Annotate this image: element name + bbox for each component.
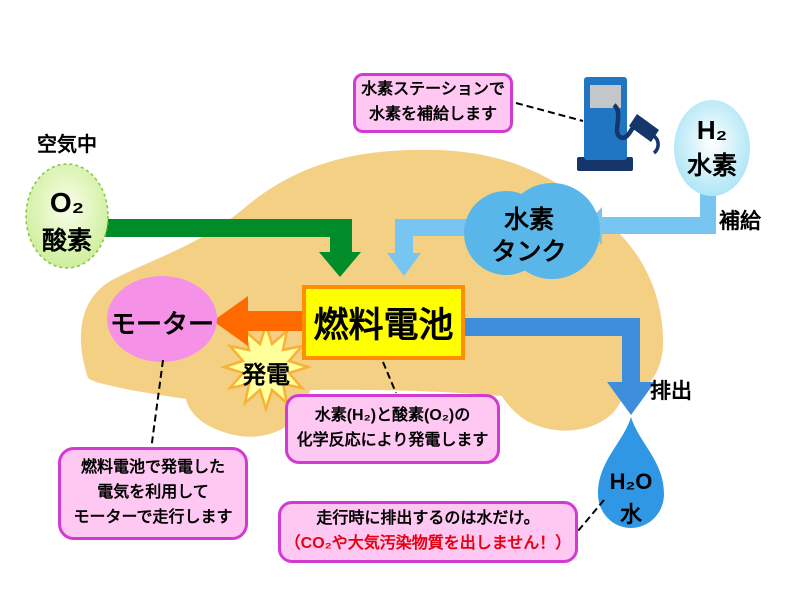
hydrogen-tank-cloud — [464, 183, 600, 279]
motor-drive-callout: 燃料電池で発電した 電気を利用して モーターで走行します — [58, 447, 248, 540]
electricity-arrow — [213, 296, 303, 346]
supply-label: 補給 — [719, 210, 761, 233]
emission-label: 排出 — [650, 380, 692, 403]
oxygen-intake-arrow — [103, 219, 361, 277]
water-formula: H₂O — [609, 469, 653, 494]
generation-label: 発電 — [242, 362, 290, 389]
motor-drive-callout-line2: 電気を利用して — [97, 484, 209, 502]
oxygen-name: 酸素 — [41, 227, 92, 255]
tank-label-line2: タンク — [491, 238, 567, 266]
connector-drop-to-callout — [577, 499, 605, 532]
fuel-cell-box: 燃料電池 — [302, 285, 465, 360]
motor-ellipse — [107, 276, 217, 362]
connector-fuelcell-to-callout — [382, 361, 397, 394]
hydrogen-name: 水素 — [686, 152, 737, 180]
motor-drive-callout-line3: モーターで走行します — [73, 508, 233, 526]
station-callout: 水素ステーションで 水素を補給します — [353, 73, 513, 133]
fuel-cell-label: 燃料電池 — [313, 306, 454, 345]
hydrogen-supply-arrow — [585, 190, 716, 245]
emission-note-callout: 走行時に排出するのは水だけ。 （CO₂や大気汚染物質を出しません！） — [278, 501, 578, 563]
emission-note-line1: 走行時に排出するのは水だけ。 — [316, 510, 540, 528]
motor-drive-callout-line1: 燃料電池で発電した — [80, 459, 225, 477]
hydrogen-ellipse — [674, 100, 750, 196]
station-callout-line1: 水素ステーションで — [361, 81, 505, 99]
reaction-callout: 水素(H₂)と酸素(O₂)の 化学反応により発電します — [285, 394, 500, 464]
connector-station-to-pump — [515, 102, 584, 122]
water-drop — [598, 417, 664, 528]
hydrogen-formula: H₂ — [696, 115, 728, 145]
reaction-callout-line1: 水素(H₂)と酸素(O₂)の — [314, 407, 471, 425]
station-callout-line2: 水素を補給します — [368, 106, 497, 123]
exhaust-pipe-arrow — [465, 318, 655, 415]
emission-note-line2: （CO₂や大気汚染物質を出しません！） — [284, 535, 572, 552]
tank-to-fuelcell-arrow — [387, 219, 475, 276]
air-label: 空気中 — [37, 134, 97, 156]
reaction-callout-line2: 化学反応により発電します — [296, 432, 489, 449]
oxygen-formula: O₂ — [49, 187, 85, 218]
oxygen-ellipse — [25, 163, 109, 269]
water-name: 水 — [619, 502, 642, 527]
tank-label-line1: 水素 — [503, 206, 554, 234]
motor-label: モーター — [109, 309, 214, 339]
fuel-pump-icon — [577, 77, 660, 171]
connector-motor-to-callout — [150, 359, 164, 451]
